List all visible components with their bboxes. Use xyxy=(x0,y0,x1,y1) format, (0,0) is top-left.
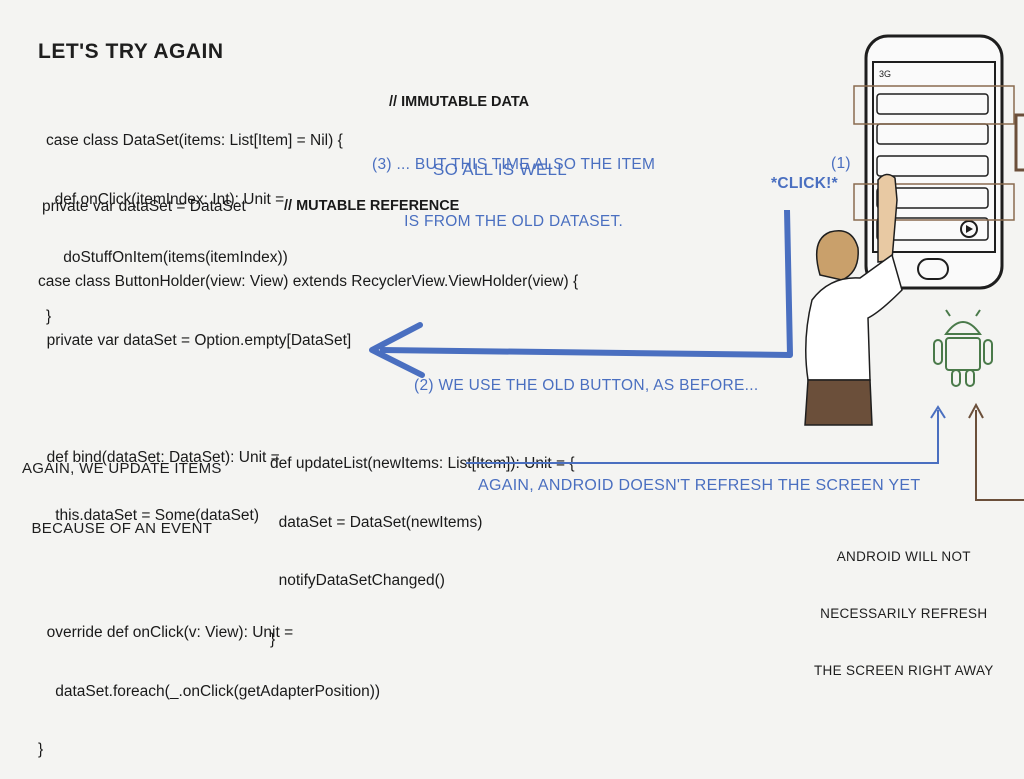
slide-title: LET'S TRY AGAIN xyxy=(38,40,224,63)
note-android-line: ANDROID WILL NOT xyxy=(836,549,971,564)
note-android-line: NECESSARILY REFRESH xyxy=(820,606,988,621)
code-line: def bind(dataSet: DataSet): Unit = xyxy=(38,448,280,466)
phone-status: 3G xyxy=(879,69,891,79)
code-line: } xyxy=(46,307,52,325)
comment-mutable: // MUTABLE REFERENCE xyxy=(284,198,460,214)
code-line: private var dataSet = Option.empty[DataS… xyxy=(38,331,352,349)
note-step3-line: (3) ... BUT THIS TIME ALSO THE ITEM xyxy=(372,156,656,173)
code-line: } xyxy=(38,741,44,758)
code-dataset-block: case class DataSet(items: List[Item] = N… xyxy=(46,92,343,346)
code-line: } xyxy=(270,630,276,648)
note-again-update-line: AGAIN, WE UPDATE ITEMS xyxy=(22,460,222,477)
code-line: dataSet.foreach(_.onClick(getAdapterPosi… xyxy=(38,682,381,700)
code-line: this.dataSet = Some(dataSet) xyxy=(38,507,259,524)
code-line: dataSet = DataSet(newItems) xyxy=(270,513,483,531)
diagram-graphics: 3G xyxy=(369,34,1024,501)
comment-immutable: // IMMUTABLE DATA xyxy=(389,94,530,110)
note-android-line: THE SCREEN RIGHT AWAY xyxy=(814,663,994,678)
note-step1: (1) xyxy=(831,155,851,172)
code-line: doStuffOnItem(items(itemIndex)) xyxy=(46,249,288,266)
note-click: *CLICK!* xyxy=(771,175,838,192)
note-android-no-refresh: AGAIN, ANDROID DOESN'T REFRESH THE SCREE… xyxy=(478,477,921,494)
note-step3-line: IS FROM THE OLD DATASET. xyxy=(404,213,624,230)
code-line: def onClick(itemIndex: Int): Unit = xyxy=(46,190,285,208)
note-step2: (2) WE USE THE OLD BUTTON, AS BEFORE... xyxy=(414,377,759,394)
code-line: case class ButtonHolder(view: View) exte… xyxy=(38,273,579,290)
brown-arrow xyxy=(968,113,1024,501)
note-step3: (3) ... BUT THIS TIME ALSO THE ITEM IS F… xyxy=(372,117,655,250)
code-private-var: private var dataSet = DataSet xyxy=(42,198,246,215)
blue-arrow xyxy=(369,209,793,378)
note-again-update: AGAIN, WE UPDATE ITEMS BECAUSE OF AN EVE… xyxy=(22,419,222,559)
notify-arrow xyxy=(466,405,946,464)
code-line: case class DataSet(items: List[Item] = N… xyxy=(46,132,343,149)
person-illustration xyxy=(804,173,903,426)
phone-illustration: 3G xyxy=(853,34,1015,290)
note-again-update-line: BECAUSE OF AN EVENT xyxy=(31,520,213,537)
note-all-well: SO ALL IS WELL xyxy=(433,160,567,179)
android-icon xyxy=(933,309,993,387)
